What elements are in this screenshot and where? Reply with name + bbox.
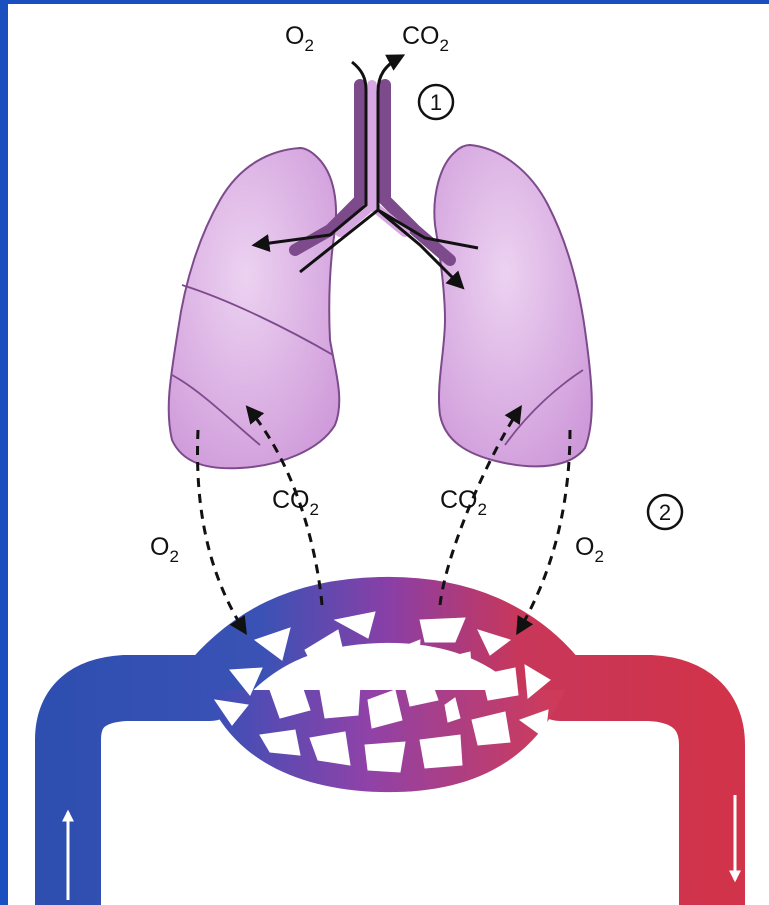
step-marker-gas-exchange: 2	[648, 495, 682, 529]
left-co2-label: CO2	[272, 486, 319, 519]
left-o2-label: O2	[150, 533, 179, 566]
blood-flow-arrows	[68, 795, 735, 900]
left-lung	[169, 148, 340, 468]
right-co2-label: CO2	[440, 486, 487, 519]
trachea-co2-label: CO2	[402, 22, 449, 55]
right-lung	[434, 145, 591, 466]
frame-top-edge	[0, 0, 769, 4]
frame-left-edge	[0, 0, 8, 905]
svg-text:2: 2	[659, 500, 671, 525]
trachea-o2-label: O2	[285, 22, 314, 55]
svg-text:1: 1	[430, 90, 442, 115]
step-marker-ventilation: 1	[419, 85, 453, 119]
right-o2-label: O2	[575, 533, 604, 566]
